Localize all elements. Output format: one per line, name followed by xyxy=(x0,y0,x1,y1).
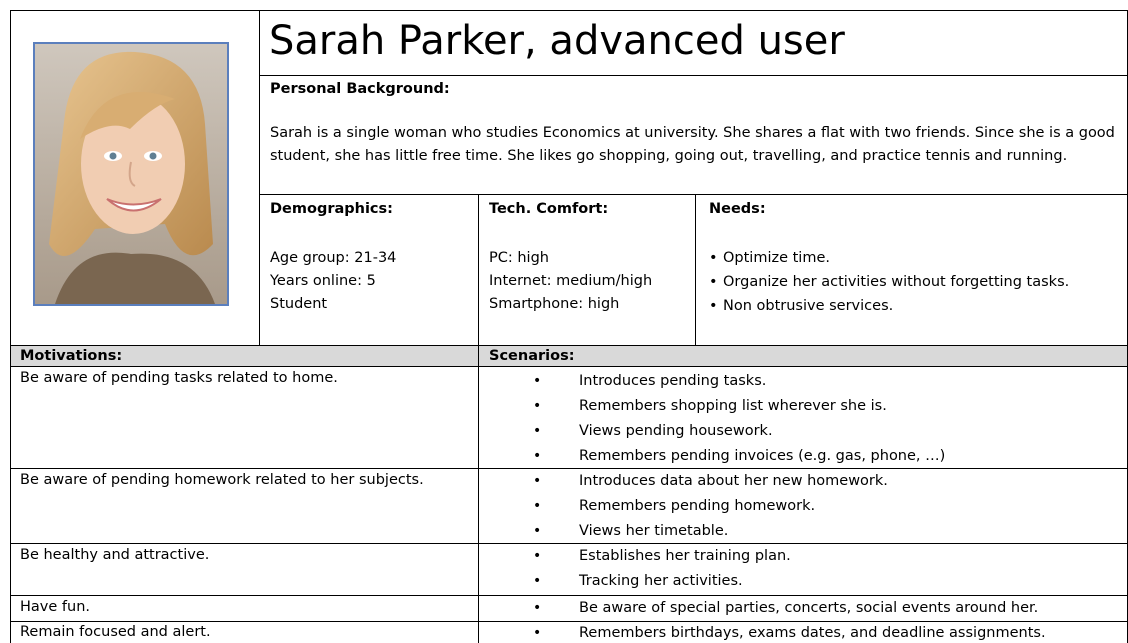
divider xyxy=(10,345,1128,346)
scenario-item: Establishes her training plan. xyxy=(579,548,791,564)
persona-photo xyxy=(33,42,229,306)
bullet-icon: • xyxy=(533,625,542,641)
bullet-icon: • xyxy=(709,250,718,266)
divider xyxy=(259,194,1128,195)
bullet-icon: • xyxy=(533,373,542,389)
scenario-item: Be aware of special parties, concerts, s… xyxy=(579,600,1039,616)
divider xyxy=(10,10,1128,11)
scenario-item: Views pending housework. xyxy=(579,423,773,439)
bullet-icon: • xyxy=(709,298,718,314)
needs-item-text: Organize her activities without forgetti… xyxy=(723,274,1070,290)
divider xyxy=(10,10,11,643)
scenario-item: Views her timetable. xyxy=(579,523,729,539)
demographics-line: Years online: 5 xyxy=(270,273,376,289)
background-heading: Personal Background: xyxy=(270,81,450,97)
motivations-heading: Motivations: xyxy=(20,348,123,364)
bullet-icon: • xyxy=(709,274,718,290)
bullet-icon: • xyxy=(533,423,542,439)
bullet-icon: • xyxy=(533,600,542,616)
divider xyxy=(10,543,1128,544)
tech-comfort-heading: Tech. Comfort: xyxy=(489,201,609,217)
scenario-item: Remembers birthdays, exams dates, and de… xyxy=(579,625,1046,641)
divider xyxy=(10,366,1128,367)
motivation-cell: Remain focused and alert. xyxy=(20,624,211,640)
tech-comfort-line: Internet: medium/high xyxy=(489,273,653,289)
divider xyxy=(10,468,1128,469)
background-text: Sarah is a single woman who studies Econ… xyxy=(270,125,1115,164)
motivation-cell: Have fun. xyxy=(20,599,90,615)
scenario-item: Remembers pending invoices (e.g. gas, ph… xyxy=(579,448,946,464)
bullet-icon: • xyxy=(533,473,542,489)
needs-item: • Non obtrusive services. xyxy=(709,296,893,316)
tech-comfort-line: PC: high xyxy=(489,250,549,266)
person-photo-icon xyxy=(35,44,227,304)
needs-item-text: Optimize time. xyxy=(723,250,830,266)
scenario-item: Introduces pending tasks. xyxy=(579,373,767,389)
needs-heading: Needs: xyxy=(709,201,766,217)
bullet-icon: • xyxy=(533,573,542,589)
bullet-icon: • xyxy=(533,398,542,414)
page-title: Sarah Parker, advanced user xyxy=(269,18,845,64)
demographics-heading: Demographics: xyxy=(270,201,393,217)
scenario-item: Remembers shopping list wherever she is. xyxy=(579,398,887,414)
needs-item: • Organize her activities without forgett… xyxy=(709,272,1069,292)
bullet-icon: • xyxy=(533,523,542,539)
tech-comfort-line: Smartphone: high xyxy=(489,296,620,312)
scenario-item: Remembers pending homework. xyxy=(579,498,816,514)
scenario-item: Introduces data about her new homework. xyxy=(579,473,888,489)
bullet-icon: • xyxy=(533,498,542,514)
divider xyxy=(10,621,1128,622)
needs-item: • Optimize time. xyxy=(709,248,830,268)
motivation-cell: Be aware of pending homework related to … xyxy=(20,472,424,488)
scenario-item: Tracking her activities. xyxy=(579,573,743,589)
divider xyxy=(478,194,479,643)
scenarios-heading: Scenarios: xyxy=(489,348,575,364)
bullet-icon: • xyxy=(533,548,542,564)
needs-item-text: Non obtrusive services. xyxy=(723,298,894,314)
demographics-line: Student xyxy=(270,296,328,312)
motivation-cell: Be aware of pending tasks related to hom… xyxy=(20,370,338,386)
table-header-band xyxy=(10,345,1128,366)
motivation-cell: Be healthy and attractive. xyxy=(20,547,210,563)
demographics-line: Age group: 21-34 xyxy=(270,250,397,266)
bullet-icon: • xyxy=(533,448,542,464)
divider xyxy=(259,75,1128,76)
divider xyxy=(259,10,260,346)
divider xyxy=(695,194,696,346)
divider xyxy=(10,595,1128,596)
